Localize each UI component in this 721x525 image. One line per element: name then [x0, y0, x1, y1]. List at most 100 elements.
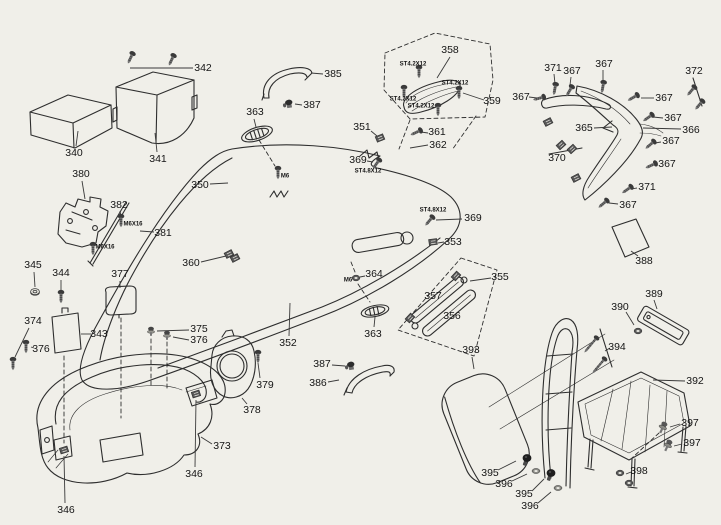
screw-icon — [434, 102, 442, 117]
callout-367: 367 — [563, 65, 581, 77]
part-378-round-cover — [209, 329, 256, 399]
leader-line-385 — [310, 72, 324, 75]
cap-bolt-icon — [546, 469, 556, 482]
leader-line-341 — [154, 132, 158, 153]
leader-line-351 — [370, 130, 378, 137]
leader-line-375 — [156, 329, 190, 332]
leader-line-396 — [537, 491, 552, 504]
callout-373: 373 — [213, 440, 231, 452]
leader-line-353 — [437, 241, 445, 244]
nut-icon — [351, 274, 361, 282]
leader-line-345 — [33, 271, 36, 288]
callout-367: 367 — [664, 112, 682, 124]
callout-386: 386 — [309, 377, 327, 389]
part-393-backrest-pad — [441, 373, 530, 485]
callout-355: 355 — [491, 271, 509, 283]
part-340-open-box — [29, 94, 113, 149]
leader-line-363 — [253, 118, 257, 128]
screw-icon — [596, 196, 612, 211]
leader-lines — [14, 56, 686, 504]
callout-388: 388 — [635, 255, 653, 267]
screw-icon — [22, 339, 30, 354]
leader-line-380 — [81, 180, 86, 200]
spec-label-st4.8x12: ST4.8X12 — [355, 169, 382, 175]
leader-line-373 — [200, 436, 213, 445]
callout-394: 394 — [608, 341, 626, 353]
clip-icon — [566, 143, 578, 155]
callout-380: 380 — [72, 168, 90, 180]
leader-line-393 — [471, 356, 475, 370]
clip-icon — [450, 270, 462, 282]
callout-385: 385 — [324, 68, 342, 80]
callout-350: 350 — [191, 179, 209, 191]
leader-line-367 — [654, 141, 662, 144]
callout-341: 341 — [149, 153, 167, 165]
screw-icon — [165, 51, 178, 68]
clip-icon — [542, 116, 554, 128]
spec-label-m6x16: M6X16 — [123, 222, 143, 228]
part-381-rod — [87, 201, 130, 267]
screw-icon — [124, 49, 137, 66]
nut-icon — [615, 469, 625, 477]
callout-353: 353 — [444, 236, 462, 248]
leader-line-395 — [531, 478, 545, 492]
leader-line-378 — [241, 397, 248, 405]
part-380-bracket — [57, 196, 109, 248]
leader-line-362 — [409, 144, 429, 149]
screw-icon — [531, 92, 548, 104]
callout-376: 376 — [32, 343, 50, 355]
clip-icon — [190, 389, 202, 399]
callout-367: 367 — [619, 199, 637, 211]
leader-line-387 — [331, 364, 346, 367]
callout-397: 397 — [681, 417, 699, 429]
callout-387: 387 — [303, 99, 321, 111]
callout-367: 367 — [658, 158, 676, 170]
screw-icon — [422, 212, 437, 228]
leader-line-397 — [673, 443, 683, 447]
leader-line-367 — [653, 163, 658, 166]
leader-line-367 — [569, 76, 572, 86]
callout-357: 357 — [424, 290, 442, 302]
screw-icon — [9, 356, 17, 371]
nut-icon — [633, 327, 643, 335]
spec-label-m6: M6 — [344, 278, 353, 284]
part-363-emblem-upper — [241, 125, 273, 143]
screw-icon — [643, 137, 659, 152]
callout-377: 377 — [111, 268, 129, 280]
callout-365: 365 — [575, 122, 593, 134]
callout-390: 390 — [611, 301, 629, 313]
small-screw-icon — [162, 330, 172, 341]
leader-line-346 — [63, 455, 66, 504]
part-373-storage-bucket — [36, 353, 226, 484]
callout-344: 344 — [52, 267, 70, 279]
leader-line-376 — [172, 336, 190, 341]
callout-387: 387 — [313, 358, 331, 370]
spec-label-st4.2x12: ST4.2X12 — [400, 62, 427, 68]
screw-icon — [619, 182, 636, 197]
callout-367: 367 — [512, 91, 530, 103]
part-377-pad — [104, 285, 137, 319]
leader-line-360 — [200, 255, 227, 263]
callout-346: 346 — [185, 468, 203, 480]
leader-line-390 — [625, 311, 635, 326]
callout-389: 389 — [645, 288, 663, 300]
callout-374: 374 — [24, 315, 42, 327]
rivet-icon — [344, 361, 356, 371]
part-365-spoiler — [541, 85, 664, 201]
screw-icon — [57, 289, 65, 304]
callout-359: 359 — [483, 95, 501, 107]
part-386-handle — [343, 364, 395, 396]
spec-label-m6x16: M6X16 — [95, 245, 115, 251]
leader-line-340 — [75, 130, 79, 147]
callout-367: 367 — [655, 92, 673, 104]
leader-line-382 — [119, 210, 122, 217]
leader-line-376 — [30, 346, 35, 349]
part-388-panel — [611, 218, 650, 258]
leader-line-365 — [593, 126, 613, 129]
leader-line-346 — [194, 399, 197, 468]
leader-line-369 — [366, 160, 374, 163]
leader-line-369 — [435, 218, 463, 221]
callout-352: 352 — [279, 337, 297, 349]
